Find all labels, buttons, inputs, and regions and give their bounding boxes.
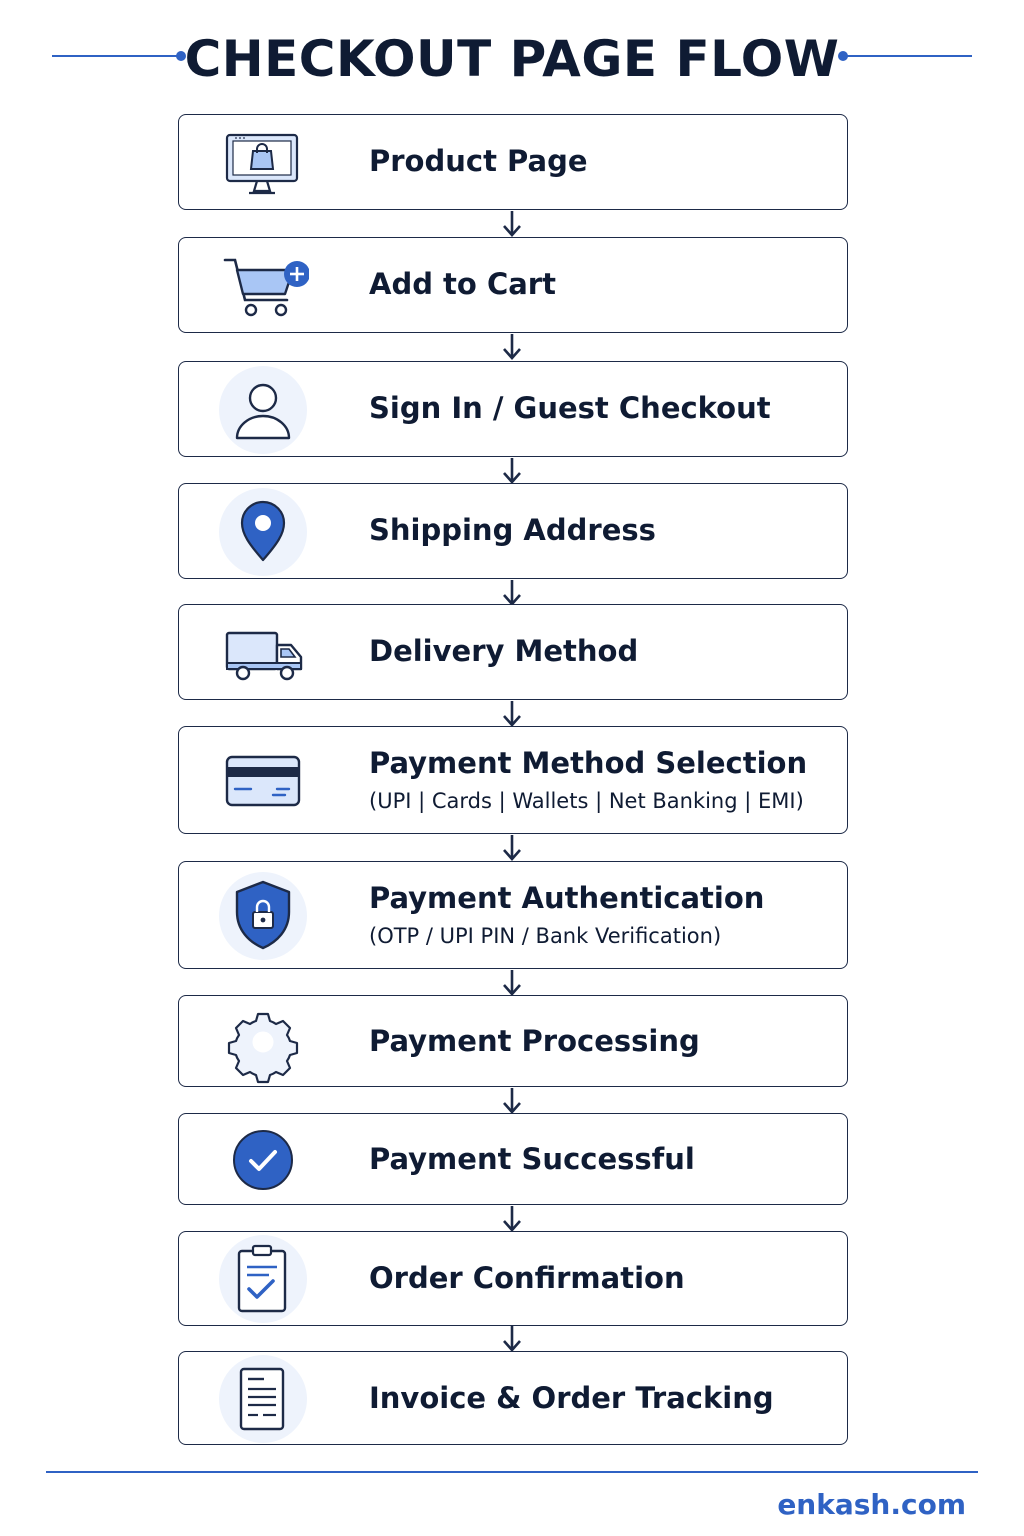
- step-label: Product Page: [369, 144, 588, 178]
- step-label: Payment Successful: [369, 1142, 695, 1176]
- step-label: Order Confirmation: [369, 1261, 685, 1295]
- brand-link[interactable]: enkash.com: [777, 1488, 966, 1521]
- step-delivery-method: Delivery Method: [178, 604, 848, 700]
- cart-add-icon: [217, 240, 309, 332]
- step-payment-authentication: Payment Authentication (OTP / UPI PIN / …: [178, 861, 848, 969]
- header-dot-right: [838, 51, 848, 61]
- page-title: CHECKOUT PAGE FLOW: [184, 30, 840, 88]
- flow-arrow-icon: [500, 834, 524, 862]
- step-label: Shipping Address: [369, 513, 656, 547]
- invoice-icon: [217, 1353, 309, 1445]
- step-label: Payment Method Selection: [369, 746, 808, 780]
- monitor-shopping-bag-icon: [217, 117, 309, 209]
- step-shipping-address: Shipping Address: [178, 483, 848, 579]
- location-pin-icon: [217, 486, 309, 578]
- flow-arrow-icon: [500, 579, 524, 607]
- step-invoice-order-tracking: Invoice & Order Tracking: [178, 1351, 848, 1445]
- step-sign-in: Sign In / Guest Checkout: [178, 361, 848, 457]
- header-rule-right: [844, 55, 972, 57]
- header-dot-left: [176, 51, 186, 61]
- clipboard-check-icon: [217, 1233, 309, 1325]
- header-rule-left: [52, 55, 180, 57]
- step-label: Invoice & Order Tracking: [369, 1381, 774, 1415]
- step-label: Add to Cart: [369, 267, 556, 301]
- step-label: Payment Authentication: [369, 881, 765, 915]
- step-payment-method-selection: Payment Method Selection (UPI | Cards | …: [178, 726, 848, 834]
- flow-arrow-icon: [500, 210, 524, 238]
- user-icon: [217, 364, 309, 456]
- step-label: Sign In / Guest Checkout: [369, 391, 771, 425]
- check-circle-icon: [217, 1114, 309, 1206]
- truck-icon: [217, 607, 309, 699]
- step-label: Delivery Method: [369, 634, 639, 668]
- flow-arrow-icon: [500, 1087, 524, 1115]
- flow-arrow-icon: [500, 700, 524, 728]
- step-payment-successful: Payment Successful: [178, 1113, 848, 1205]
- step-add-to-cart: Add to Cart: [178, 237, 848, 333]
- shield-lock-icon: [217, 870, 309, 962]
- step-payment-processing: Payment Processing: [178, 995, 848, 1087]
- step-product-page: Product Page: [178, 114, 848, 210]
- footer-rule: [46, 1471, 978, 1473]
- step-order-confirmation: Order Confirmation: [178, 1231, 848, 1326]
- step-sublabel: (UPI | Cards | Wallets | Net Banking | E…: [369, 789, 804, 813]
- flow-arrow-icon: [500, 969, 524, 997]
- flow-arrow-icon: [500, 457, 524, 485]
- flow-arrow-icon: [500, 1205, 524, 1233]
- step-sublabel: (OTP / UPI PIN / Bank Verification): [369, 924, 722, 948]
- flow-arrow-icon: [500, 1325, 524, 1353]
- credit-card-icon: [217, 733, 309, 825]
- header: CHECKOUT PAGE FLOW: [0, 24, 1024, 94]
- gear-icon: [217, 996, 309, 1088]
- step-label: Payment Processing: [369, 1024, 700, 1058]
- flow-arrow-icon: [500, 333, 524, 361]
